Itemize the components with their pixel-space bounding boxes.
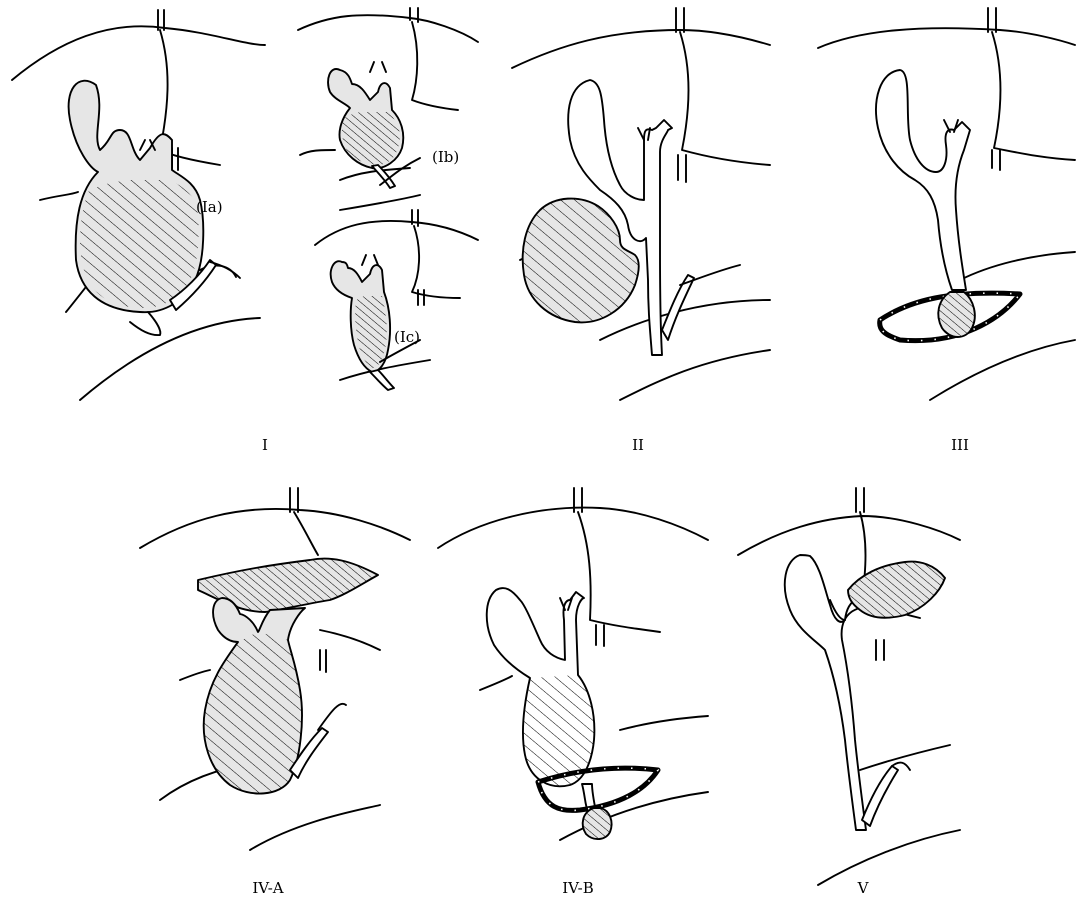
panel-iv-a-illustration (140, 488, 410, 850)
caption-iv-b: IV-B (562, 879, 593, 897)
panel-ii-illustration (512, 8, 770, 400)
panel-iv-b-illustration (438, 488, 708, 840)
label-ia: (Ia) (196, 198, 223, 216)
caption-iv-a: IV-A (252, 879, 283, 897)
caption-ii: II (632, 436, 644, 454)
caption-iii: III (951, 436, 969, 454)
label-ib: (Ib) (432, 148, 459, 166)
panel-ic-illustration: (Ic) (315, 210, 478, 390)
panel-ib-illustration: (Ib) (298, 8, 478, 210)
label-ic: (Ic) (394, 328, 420, 346)
caption-v: V (857, 879, 870, 897)
panel-ia-illustration: (Ia) (12, 10, 265, 400)
caption-i: I (262, 436, 268, 454)
panel-v-illustration (738, 488, 960, 885)
panel-iii-illustration (818, 8, 1075, 400)
